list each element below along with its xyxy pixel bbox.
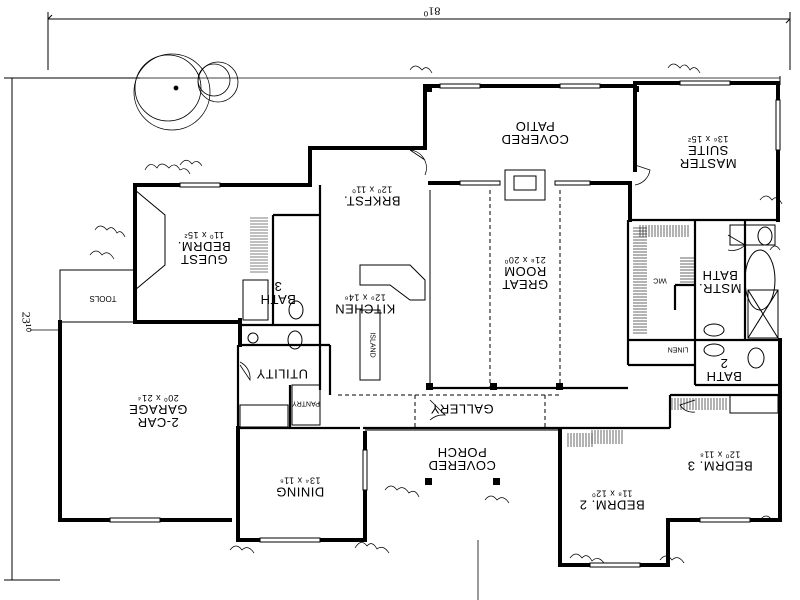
columns: [425, 86, 639, 485]
island-label: ISLAND: [368, 332, 376, 358]
tools-label: TOOLS: [89, 294, 117, 303]
interior-walls: [236, 185, 780, 430]
door-swings: [239, 149, 746, 421]
linen-label: LINEN: [667, 345, 689, 353]
mstr-bath-label: MSTR.BATH: [698, 268, 742, 296]
thin-lines: [59, 169, 779, 431]
shrub-drawings: [89, 63, 783, 564]
exterior-walls: [58, 81, 782, 567]
pantry-label: PANTRY: [292, 399, 320, 407]
gallery-label: GALLERY: [430, 401, 494, 417]
windows: [109, 80, 781, 568]
utility-label: UTILITY: [256, 366, 308, 382]
overall-width-label: 81⁰: [423, 4, 441, 19]
tree-drawing: [133, 53, 239, 131]
dimension-lines: [4, 12, 791, 600]
brkfst-label: BRKFST.12⁰ x 11⁰: [343, 184, 401, 209]
closet-hatching: [250, 217, 727, 447]
wic-label: WIC: [653, 276, 667, 284]
overall-depth-label: 23¹⁰: [19, 311, 34, 333]
